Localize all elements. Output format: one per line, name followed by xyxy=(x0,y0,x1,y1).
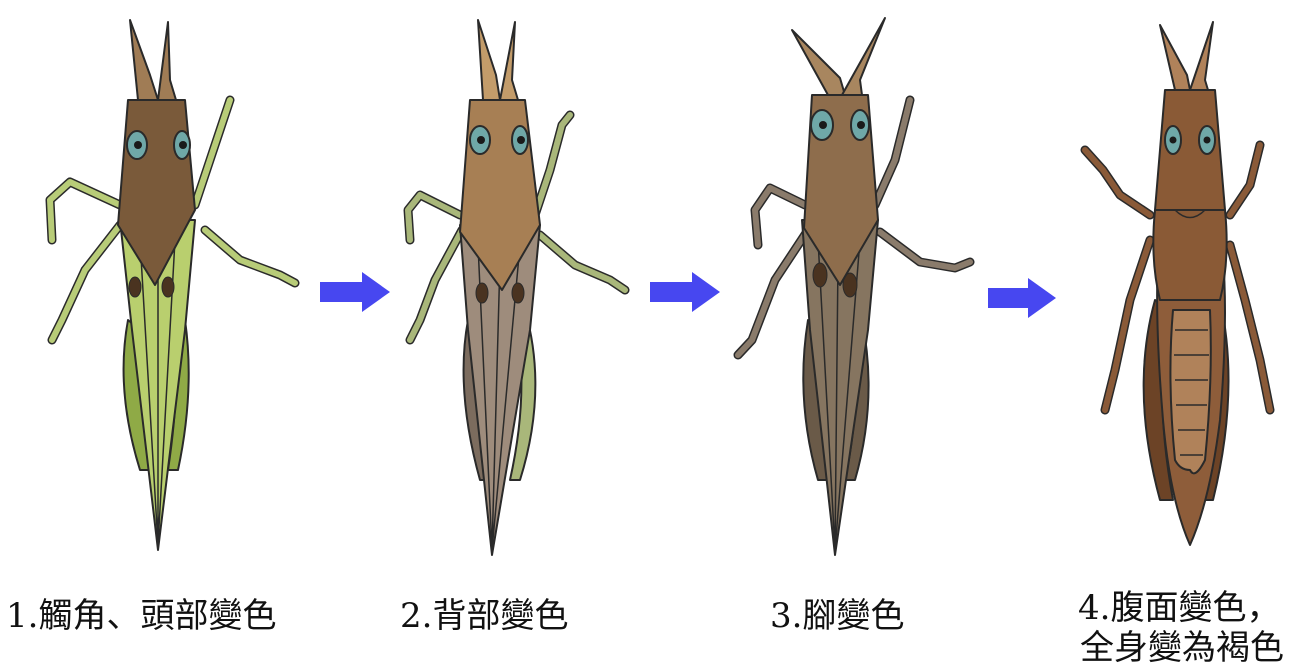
stage-number: 1. xyxy=(6,596,38,636)
arrow-right-icon xyxy=(988,278,1056,318)
grasshopper-stage-4 xyxy=(1085,22,1270,545)
arrow-right-icon xyxy=(320,272,390,312)
stage-number: 2. xyxy=(400,596,432,636)
stage-label: 觸角、頭部變色 xyxy=(38,596,276,636)
caption-stage-2: 2.背部變色 xyxy=(400,596,568,636)
stage-label: 腳變色 xyxy=(802,596,904,636)
grasshopper-stage-2 xyxy=(408,20,625,555)
stage-number: 4. xyxy=(1078,588,1110,628)
grasshopper-stage-3 xyxy=(738,18,970,555)
stage-number: 3. xyxy=(770,596,802,636)
arrow-right-icon xyxy=(650,272,720,312)
stage-label-line1: 腹面變色， xyxy=(1110,588,1280,628)
caption-stage-3: 3.腳變色 xyxy=(770,596,904,636)
grasshopper-stage-1 xyxy=(50,20,295,550)
caption-stage-1: 1.觸角、頭部變色 xyxy=(6,596,276,636)
stage-label: 背部變色 xyxy=(432,596,568,636)
caption-stage-4: 4.腹面變色， 全身變為褐色 xyxy=(1078,588,1284,668)
stage-label-line2: 全身變為褐色 xyxy=(1080,628,1284,668)
